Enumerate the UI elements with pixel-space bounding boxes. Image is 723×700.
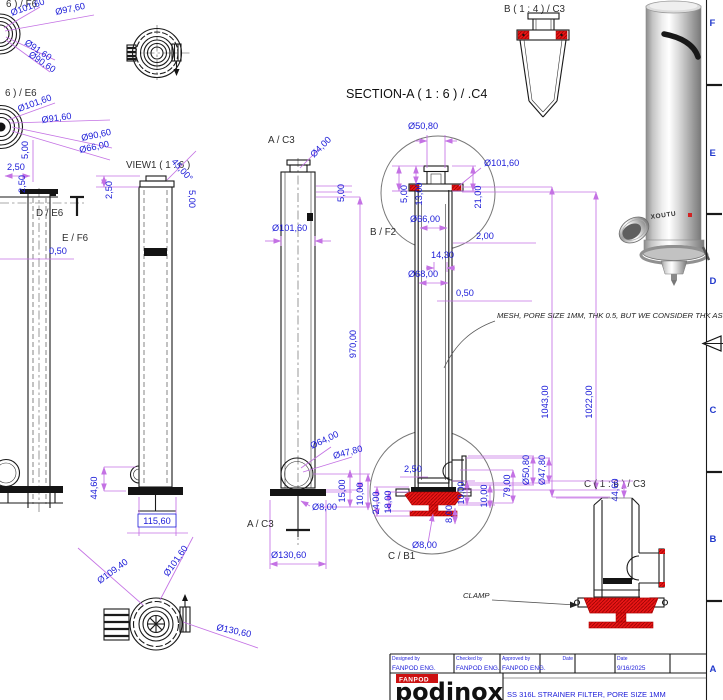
logo-podinox: podinox [395,678,504,700]
detail-b-view: B ( 1 : 4 ) / C3 [504,4,570,118]
dim-label: Ø8,00 [312,502,337,512]
title-block: Designed by Checked by Approved by Date … [389,653,707,700]
dim-label: Ø4,00 [308,135,333,160]
designed-by-label: Designed by [392,656,420,662]
dim-label: Ø101,60 [484,158,519,168]
ref-a-c3-top: A / C3 [268,135,295,146]
ref-e-f6: E / F6 [62,233,89,244]
dim-label: Ø50,80 [521,455,531,485]
mesh-note: MESH, PORE SIZE 1MM, THK 0.5, BUT WE CON… [497,311,723,320]
dim-label: 5,00 [187,190,197,208]
dim-label: 115,60 [143,516,170,526]
dim-label: 44,60 [89,477,99,500]
flange-view-e6: 6 ) / E6 Ø101,60 Ø91,60 Ø90,60 Ø66,00 5,… [0,88,113,182]
part-description: SS 316L STRAINER FILTER, PORE SIZE 1MM [507,690,666,699]
dim-label: 970,00 [348,330,358,358]
view-e6-label: 6 ) / E6 [5,88,37,99]
frame-letter: F [710,18,716,29]
detail-b-title: B ( 1 : 4 ) / C3 [504,4,566,15]
dim-label: 2,50 [104,181,114,199]
dim-label: 44,60 [610,479,620,502]
logo-badge-box [396,674,438,683]
dim-label: Ø101,60 [161,544,189,579]
frame-letter: C [710,405,717,416]
detail-c-title: C ( 1 : 6 ) / C3 [584,479,646,490]
dim-label: 79,00 [502,475,512,498]
dim-label: Ø64,00 [309,429,341,451]
detail-c-view: C ( 1 : 6 ) / C3 44,60 CLAMP [463,479,669,629]
dim-label: Ø101,60 [272,223,307,233]
dim-label: Ø50,80 [408,121,438,131]
view1-title: VIEW1 ( 1 : 6 ) [126,160,190,171]
column-a-view: A / C3 [247,135,371,569]
dim-label: 5,00 [336,184,346,202]
dim-label: 10,00 [479,485,489,508]
frame-letter: A [710,664,717,675]
approved-by-label: Approved by [502,656,531,662]
tube-brand-label: XOUTU [650,210,676,221]
frame-letter: B [710,534,717,545]
dim-label: Ø8,00 [412,540,437,550]
dim-label: Ø109,40 [95,557,129,586]
date-label: Date [562,656,573,662]
checked-by-label: Checked by [456,656,483,662]
flange-view-f6: 6 ) / F6 Ø101,60 Ø97,60 Ø91,60 Ø90,60 [0,0,95,75]
dim-label: 18,00 [383,491,393,514]
frame-letter: D [710,276,717,287]
render-3d-strainer: XOUTU [618,0,711,286]
view-f6-label: 6 ) / F6 [6,0,38,10]
ref-a-c3-bottom: A / C3 [247,519,274,530]
dim-label: Ø47,80 [537,455,547,485]
date-value: 9/16/2025 [617,665,646,672]
dim-label: 2,50 [404,464,422,474]
dim-label: 5,00 [20,141,30,159]
ref-c-b1: C / B1 [388,551,415,562]
dim-label: Ø97,60 [54,1,86,17]
dim-label: 0,50 [456,288,474,298]
dim-label: 10,00 [456,482,466,505]
dim-label: 1022,00 [584,385,594,418]
dim-label: 2,00 [476,231,494,241]
dim-label: 2,50 [7,162,25,172]
date-label-2: Date [617,656,628,662]
dim-label: 10,00 [355,483,365,506]
elbow-port [618,216,650,244]
tube-handle [661,31,701,60]
dim-label: Ø130,60 [216,622,253,639]
dim-label: 8,00 [444,505,454,523]
dim-label: Ø91,60 [41,111,72,125]
view1-column: VIEW1 ( 1 : 6 ) 2,50 45,00° 5,00 44,60 1 [89,150,197,536]
logo-badge-text: FANPOD [399,677,429,684]
ref-d-e6: D / E6 [36,208,64,219]
checked-by-value: FANPOD ENG. [456,665,500,672]
dim-label: 2,50 [17,175,27,193]
sheet-frame: F E D C B A [701,0,723,700]
dim-label: 15,00 [337,480,347,503]
designed-by-value: FANPOD ENG. [392,665,436,672]
bottom-flange-view: Ø109,40 Ø101,60 Ø130,60 [77,536,259,651]
dim-label: 14,30 [431,250,454,260]
dim-label: Ø68,00 [408,269,438,279]
left-partial-column: 2,50 D / E6 E / F6 0,50 [0,175,89,514]
dim-label: 24,00 [371,492,381,515]
ref-b-f2: B / F2 [370,227,396,238]
dim-label: 5,00 [399,185,409,203]
frame-letter: E [710,148,716,159]
dim-label: 13,00 [414,183,424,206]
section-a-title: SECTION-A ( 1 : 6 ) / .C4 [346,87,487,101]
dim-label: 0,50 [49,246,67,256]
dim-label: 1043,00 [540,385,550,418]
dim-label: 21,00 [473,186,483,209]
dim-label: Ø66,00 [410,214,440,224]
section-column: Ø50,80 Ø101,60 5,00 13,00 21,00 Ø66,00 2… [369,121,723,562]
clamp-note: CLAMP [463,591,490,600]
flange-face-view [126,25,190,80]
dim-label: Ø130,60 [271,550,306,560]
approved-by-value: FANPOD ENG. [502,665,546,672]
